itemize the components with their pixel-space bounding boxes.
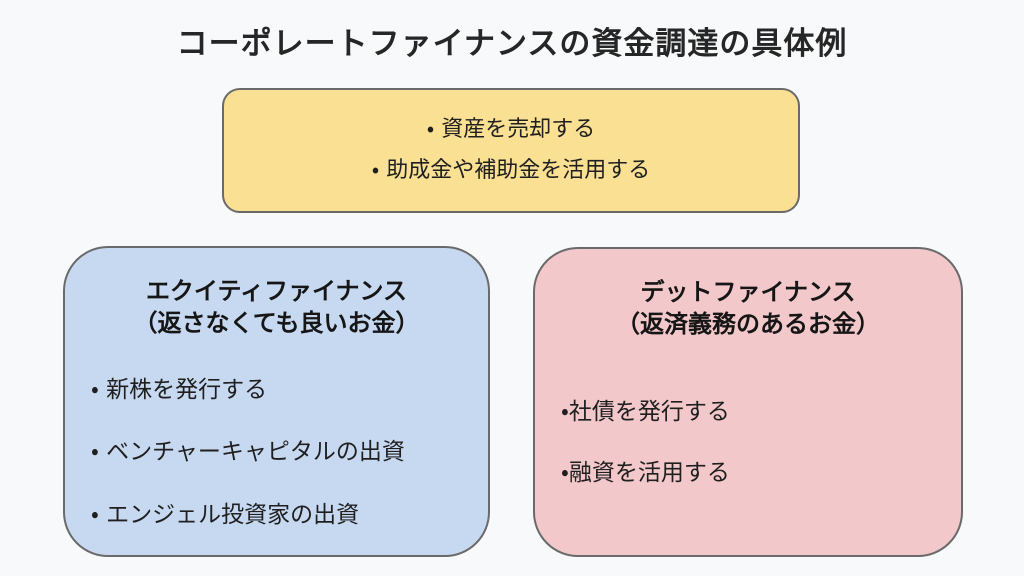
equity-finance-title: エクイティファイナンス (145, 277, 408, 305)
debt-finance-title: デットファイナンス (640, 278, 856, 306)
equity-item-angel-investors: ・ エンジェル投資家の出資 (91, 501, 360, 528)
debt-item-loans: ・融資を活用する (561, 460, 730, 487)
equity-finance-item-list: ・ 新株を発行する ・ ベンチャーキャピタルの出資 ・ エンジェル投資家の出資 (65, 377, 488, 528)
equity-item-new-shares: ・ 新株を発行する (91, 377, 268, 403)
equity-finance-box: エクイティファイナンス （返さなくても良いお金） ・ 新株を発行する ・ ベンチ… (63, 246, 490, 557)
debt-finance-item-list: ・社債を発行する ・融資を活用する (535, 399, 961, 487)
diagram-title: コーポレートファイナンスの資金調達の具体例 (176, 26, 848, 62)
common-funding-box: ・ 資産を売却する ・ 助成金や補助金を活用する (222, 88, 800, 213)
debt-item-corporate-bonds: ・社債を発行する (561, 399, 730, 425)
debt-finance-subtitle: （返済義務のあるお金） (616, 310, 880, 338)
debt-finance-box: デットファイナンス （返済義務のあるお金） ・社債を発行する ・融資を活用する (533, 247, 963, 557)
common-funding-item-grants: ・ 助成金や補助金を活用する (371, 158, 651, 183)
equity-item-venture-capital: ・ ベンチャーキャピタルの出資 (91, 439, 405, 466)
debt-finance-heading: デットファイナンス （返済義務のあるお金） (535, 276, 961, 340)
equity-finance-heading: エクイティファイナンス （返さなくても良いお金） (65, 275, 488, 339)
equity-finance-subtitle: （返さなくても良いお金） (133, 309, 420, 337)
common-funding-item-sell-assets: ・ 資産を売却する (426, 116, 596, 142)
